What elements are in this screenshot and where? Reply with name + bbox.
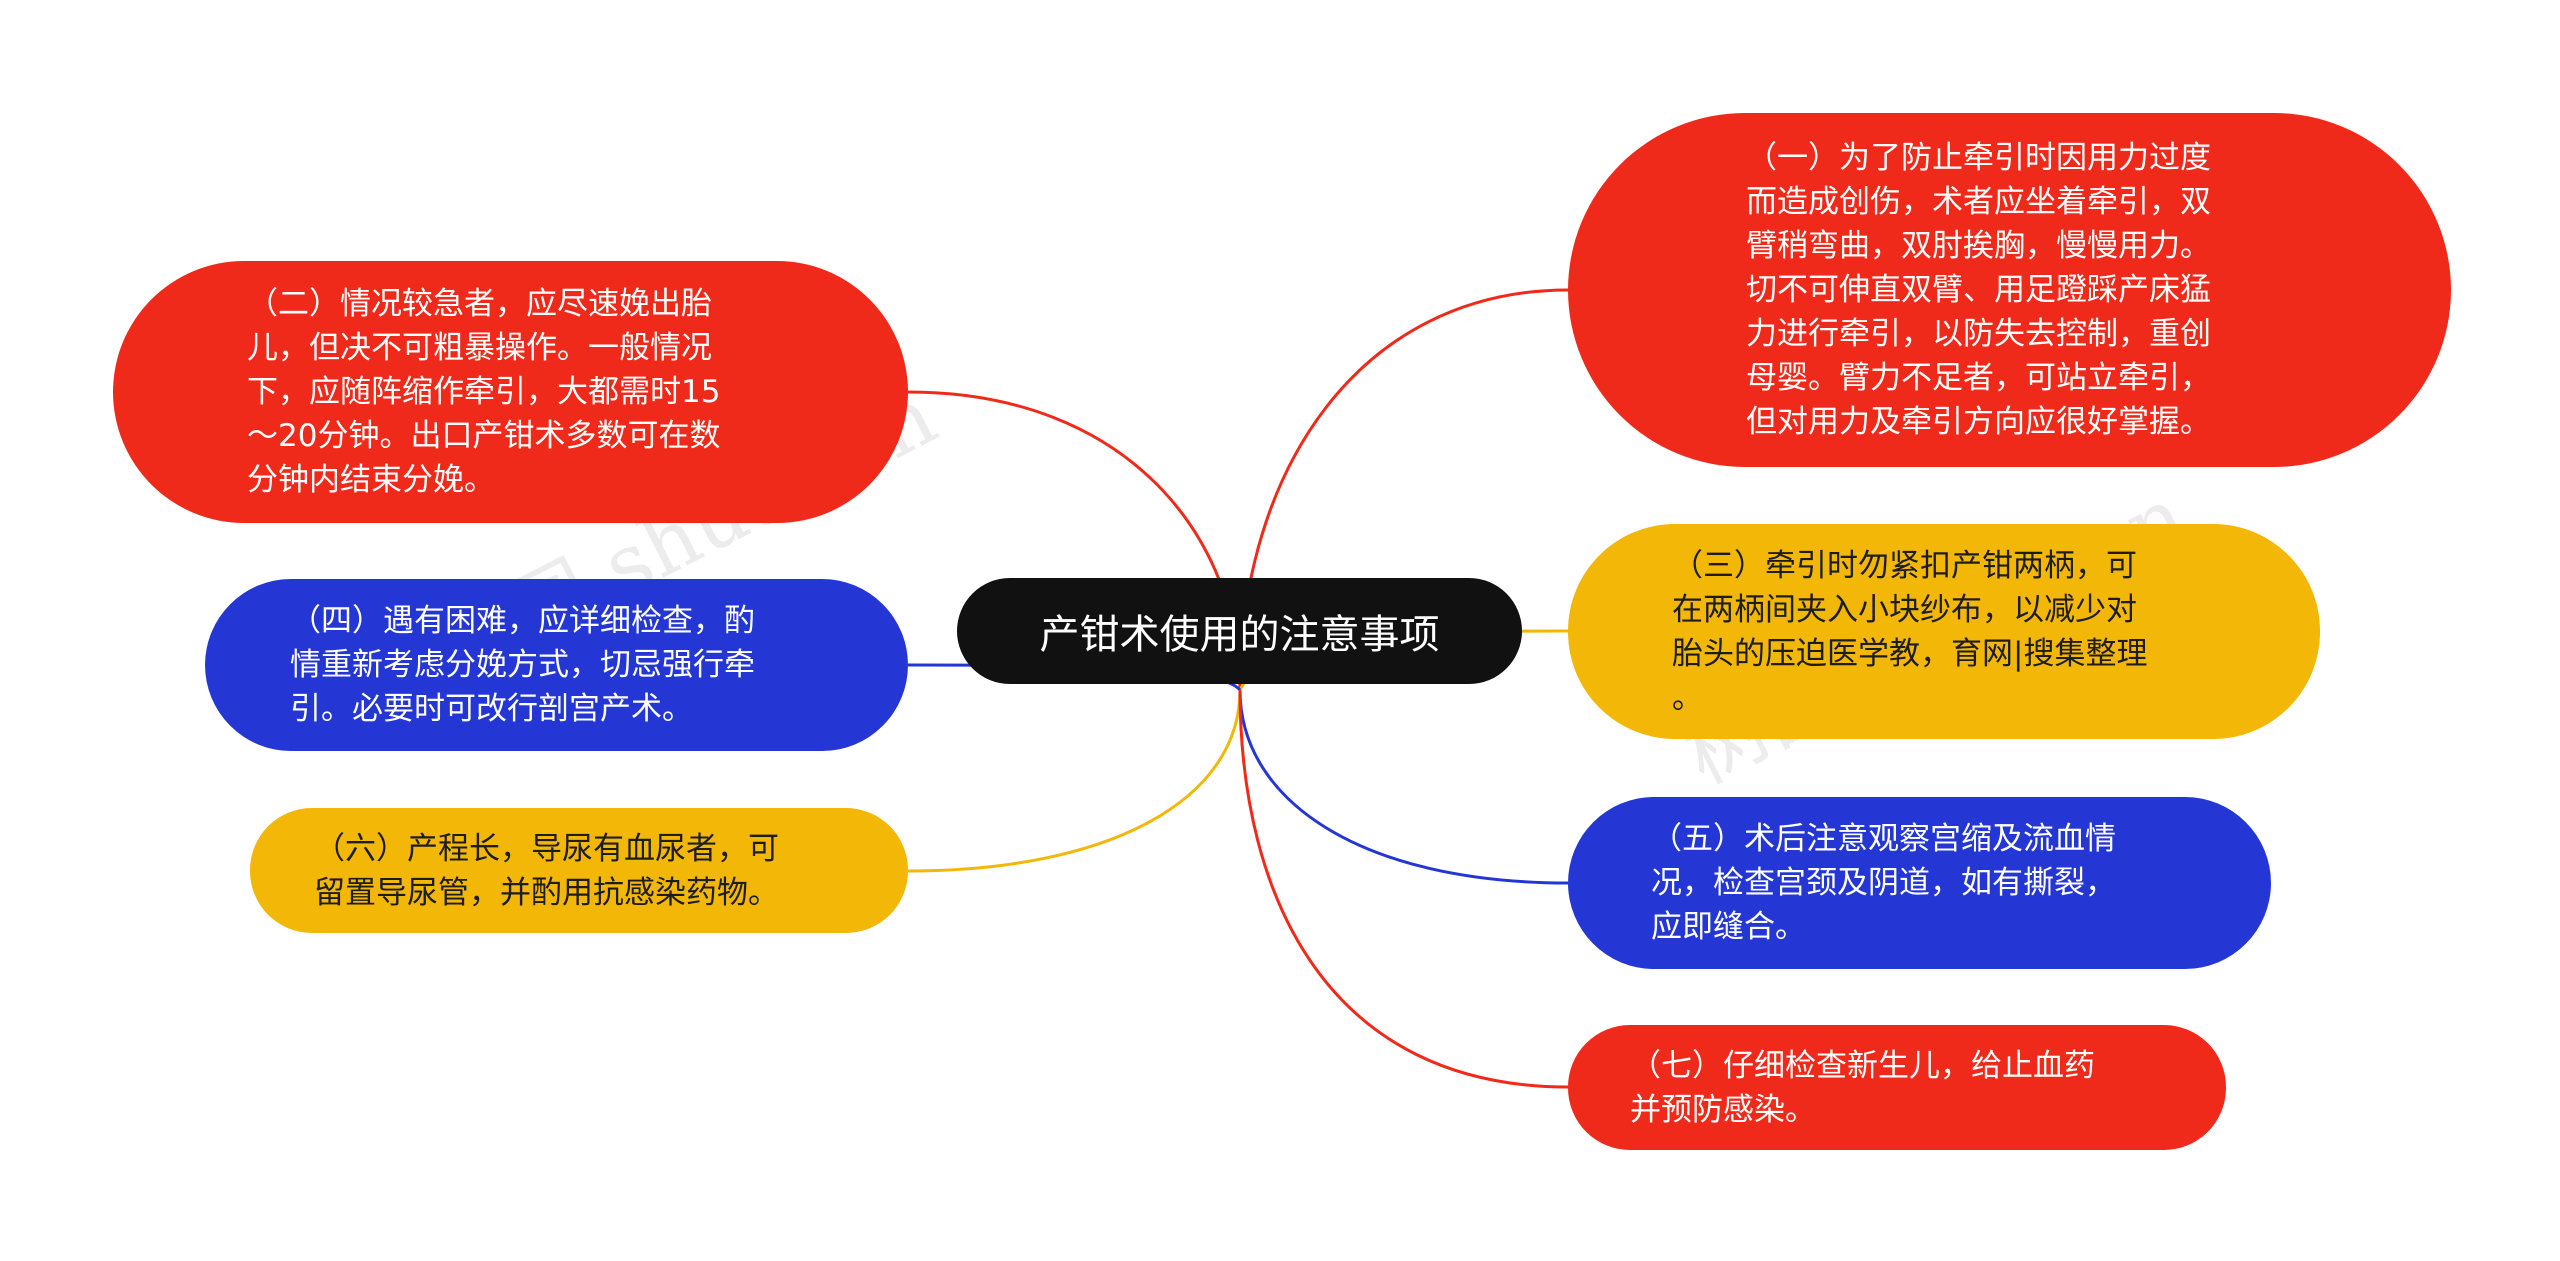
- root-topic[interactable]: 产钳术使用的注意事项: [957, 578, 1522, 684]
- connector-node-7: [1238, 689, 1569, 1089]
- topic-text: （六）产程长，导尿有血尿者，可 留置导尿管，并酌用抗感染药物。: [314, 830, 779, 911]
- topic-node-4[interactable]: （四）遇有困难，应详细检查，酌 情重新考虑分娩方式，切忌强行牵 引。必要时可改行…: [205, 579, 908, 751]
- topic-text: （二）情况较急者，应尽速娩出胎 儿，但决不可粗暴操作。一般情况 下，应随阵缩作牵…: [247, 286, 721, 498]
- topic-node-5[interactable]: （五）术后注意观察宫缩及流血情 况，检查宫颈及阴道，如有撕裂， 应即缝合。: [1568, 797, 2271, 969]
- topic-text: （一）为了防止牵引时因用力过度 而造成创伤，术者应坐着牵引，双 臂稍弯曲，双肘挨…: [1746, 140, 2211, 440]
- topic-node-2[interactable]: （二）情况较急者，应尽速娩出胎 儿，但决不可粗暴操作。一般情况 下，应随阵缩作牵…: [113, 261, 908, 523]
- topic-text: （四）遇有困难，应详细检查，酌 情重新考虑分娩方式，切忌强行牵 引。必要时可改行…: [290, 603, 755, 727]
- topic-node-7[interactable]: （七）仔细检查新生儿，给止血药 并预防感染。: [1568, 1025, 2226, 1150]
- topic-text: （五）术后注意观察宫缩及流血情 况，检查宫颈及阴道，如有撕裂， 应即缝合。: [1651, 821, 2116, 945]
- topic-node-6[interactable]: （六）产程长，导尿有血尿者，可 留置导尿管，并酌用抗感染药物。: [250, 808, 908, 933]
- connector-node-5: [1238, 689, 1569, 885]
- topic-text: （七）仔细检查新生儿，给止血药 并预防感染。: [1630, 1047, 2095, 1128]
- connector-node-6: [907, 689, 1242, 873]
- topic-text: （三）牵引时勿紧扣产钳两柄，可 在两柄间夹入小块纱布，以减少对 胎头的压迫医学教…: [1672, 547, 2148, 716]
- topic-node-3[interactable]: （三）牵引时勿紧扣产钳两柄，可 在两柄间夹入小块纱布，以减少对 胎头的压迫医学教…: [1568, 524, 2320, 739]
- topic-node-1[interactable]: （一）为了防止牵引时因用力过度 而造成创伤，术者应坐着牵引，双 臂稍弯曲，双肘挨…: [1568, 113, 2451, 467]
